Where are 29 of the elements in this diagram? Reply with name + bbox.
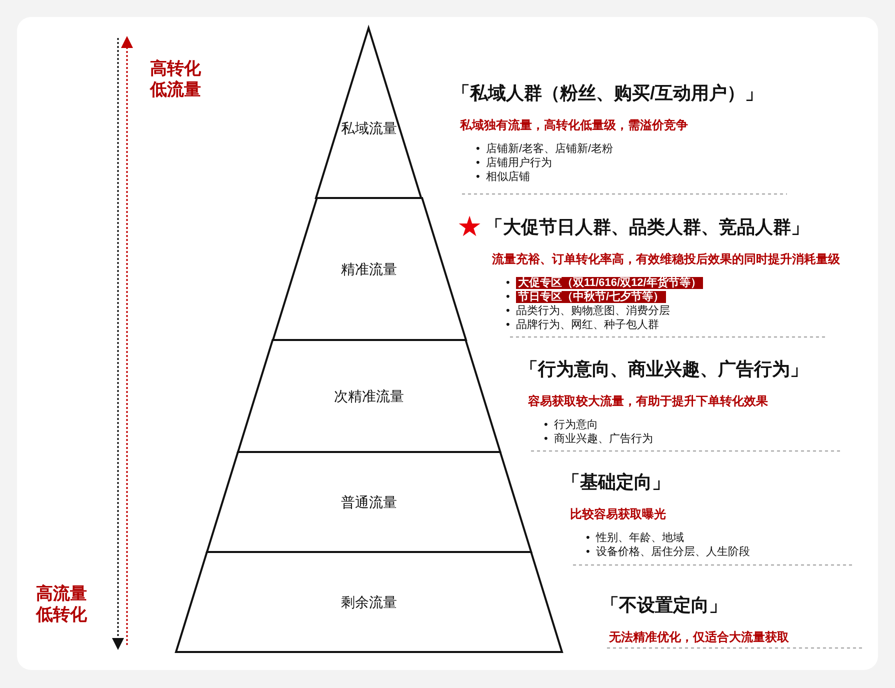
layer-label: 次精准流量 <box>334 386 404 406</box>
axis-label: 高转化低流量 <box>150 58 201 100</box>
segment-summary: 无法精准优化，仅适合大流量获取 <box>609 629 789 646</box>
segment-summary: 容易获取较大流量，有助于提升下单转化效果 <box>528 393 768 410</box>
segment-summary: 比较容易获取曝光 <box>570 506 666 523</box>
bullet-item: • 品牌行为、网红、种子包人群 <box>506 318 659 332</box>
segment-summary: 流量充裕、订单转化率高，有效维稳投后效果的同时提升消耗量级 <box>492 251 840 268</box>
bullet-item: • 品类行为、购物意图、消费分层 <box>506 304 670 318</box>
layer-label: 私域流量 <box>340 118 397 138</box>
segment-heading: 「行为意向、商业兴趣、广告行为」 <box>520 358 808 381</box>
segment-heading: 「不设置定向」 <box>601 594 727 617</box>
bullet-item: • 大促专区（双11/616/双12/年货节等） <box>506 276 704 290</box>
segment-heading: 「基础定向」 <box>562 471 670 494</box>
segment-heading: 「私域人群（粉丝、购买/互动用户）」 <box>452 82 764 105</box>
axis-label: 高流量低转化 <box>36 583 87 625</box>
bullet-item: • 商业兴趣、广告行为 <box>544 432 653 446</box>
bullet-item: • 相似店铺 <box>476 170 530 184</box>
star-icon: ★ <box>457 212 482 242</box>
layer-label: 剩余流量 <box>341 592 397 612</box>
layer-label: 普通流量 <box>340 492 397 512</box>
segment-summary: 私域独有流量，高转化低量级，需溢价竞争 <box>460 117 688 134</box>
bullet-item: • 店铺用户行为 <box>476 156 552 170</box>
layer-label: 精准流量 <box>341 260 397 278</box>
bullet-item: • 设备价格、居住分层、人生阶段 <box>586 545 750 559</box>
bullet-item: • 性别、年龄、地域 <box>586 531 684 545</box>
segment-heading: 「大促节日人群、品类人群、竞品人群」 <box>485 216 809 239</box>
bullet-item: • 店铺新/老客、店铺新/老粉 <box>476 142 614 156</box>
bullet-item: • 节日专区（中秋节/七夕节等） <box>506 290 666 304</box>
bullet-item: • 行为意向 <box>544 418 598 432</box>
